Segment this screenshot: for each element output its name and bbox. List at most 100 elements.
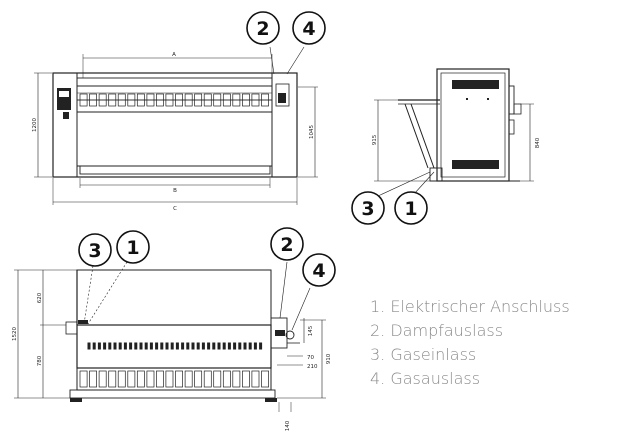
callout-top-1-label: 1 xyxy=(126,237,139,259)
roller-slot xyxy=(194,93,203,107)
roller-slot xyxy=(98,370,107,388)
dim-915-label: 915 xyxy=(372,134,378,145)
roller-slot xyxy=(127,370,136,388)
dim-210-label: 210 xyxy=(307,364,318,370)
leader-lines xyxy=(83,46,435,331)
dim-1520-label: 1520 xyxy=(12,327,18,341)
roller-slot xyxy=(232,370,241,388)
roller-slot xyxy=(156,93,164,107)
feed-slot xyxy=(113,342,117,350)
callout-top-1: 1 xyxy=(116,230,150,264)
feed-slot xyxy=(212,342,216,350)
dim-a-label: A xyxy=(172,52,176,58)
feed-slot xyxy=(144,342,148,350)
feed-slot xyxy=(103,342,107,350)
top-roller-slots xyxy=(79,370,269,388)
feed-slot xyxy=(129,342,133,350)
roller-slot xyxy=(165,93,174,107)
callout-top-4-label: 4 xyxy=(312,260,325,282)
roller-slot xyxy=(136,370,145,388)
feed-slot xyxy=(87,342,91,350)
feed-slot xyxy=(181,342,185,350)
dim-1045-label: 1045 xyxy=(309,125,315,139)
roller-slot xyxy=(251,370,260,388)
feed-slot xyxy=(191,342,195,350)
feed-slot xyxy=(222,342,226,350)
callout-front-4: 4 xyxy=(292,11,326,45)
feed-slot xyxy=(92,342,96,350)
roller-slot xyxy=(203,370,212,388)
feed-slot xyxy=(160,342,164,350)
front-roller-slots xyxy=(79,93,269,107)
roller-slot xyxy=(242,370,250,388)
roller-slot xyxy=(261,370,269,388)
legend-item-3: 3. Gaseinlass xyxy=(370,345,477,364)
roller-slot xyxy=(117,93,126,107)
feed-slot xyxy=(97,342,101,350)
legend-item-2: 2. Dampfauslass xyxy=(370,321,504,340)
feed-slot xyxy=(253,342,257,350)
roller-slot xyxy=(79,370,88,388)
roller-slot xyxy=(232,93,241,107)
roller-slot xyxy=(184,93,193,107)
roller-slot xyxy=(261,93,269,107)
roller-slot xyxy=(222,93,231,107)
callout-front-2-label: 2 xyxy=(256,18,269,40)
roller-slot xyxy=(146,93,155,107)
callout-side-1: 1 xyxy=(394,191,428,225)
roller-slot xyxy=(184,370,193,388)
roller-slot xyxy=(251,93,260,107)
feed-slot xyxy=(170,342,174,350)
dim-b-label: B xyxy=(173,188,177,194)
roller-slot xyxy=(89,370,97,388)
feed-slot xyxy=(243,342,247,350)
roller-slot xyxy=(175,93,183,107)
feed-slot xyxy=(217,342,221,350)
roller-slot xyxy=(98,93,107,107)
feed-slot xyxy=(259,342,263,350)
feed-slot xyxy=(108,342,112,350)
feed-slot xyxy=(118,342,122,350)
callout-side-3: 3 xyxy=(351,191,385,225)
feed-slot xyxy=(207,342,211,350)
callout-top-2: 2 xyxy=(270,227,304,261)
roller-slot xyxy=(156,370,164,388)
roller-slot xyxy=(89,93,97,107)
legend: 1. Elektrischer Anschluss 2. Dampfauslas… xyxy=(370,295,635,391)
roller-slot xyxy=(108,93,117,107)
roller-slot xyxy=(175,370,183,388)
feed-slot xyxy=(248,342,252,350)
feed-slot xyxy=(134,342,138,350)
roller-slot xyxy=(136,93,145,107)
roller-slot xyxy=(222,370,231,388)
callout-front-4-label: 4 xyxy=(302,18,315,40)
roller-slot xyxy=(165,370,174,388)
feed-slot xyxy=(175,342,179,350)
feed-slot xyxy=(201,342,205,350)
dim-145-label: 145 xyxy=(308,325,314,336)
callout-side-1-label: 1 xyxy=(404,198,417,220)
callout-top-2-label: 2 xyxy=(280,234,293,256)
roller-slot xyxy=(117,370,126,388)
dim-840-label: 840 xyxy=(535,137,541,148)
roller-slot xyxy=(108,370,117,388)
dim-140-label: 140 xyxy=(285,420,291,431)
dim-910-label: 910 xyxy=(326,353,332,364)
callout-side-3-label: 3 xyxy=(361,198,374,220)
dim-1200-label: 1200 xyxy=(32,118,38,132)
roller-slot xyxy=(203,93,212,107)
front-view xyxy=(34,54,318,205)
roller-slot xyxy=(146,370,155,388)
feed-slot xyxy=(155,342,159,350)
dimension-labels: A B C 1200 1045 915 840 620 1520 780 910… xyxy=(12,52,541,431)
feed-slot xyxy=(186,342,190,350)
callout-top-4: 4 xyxy=(302,253,336,287)
feed-slot xyxy=(165,342,169,350)
callout-front-2: 2 xyxy=(246,11,280,45)
callout-top-3-label: 3 xyxy=(88,240,101,262)
dim-c-label: C xyxy=(173,206,177,212)
dim-780-label: 780 xyxy=(37,355,43,366)
feed-slot xyxy=(139,342,143,350)
